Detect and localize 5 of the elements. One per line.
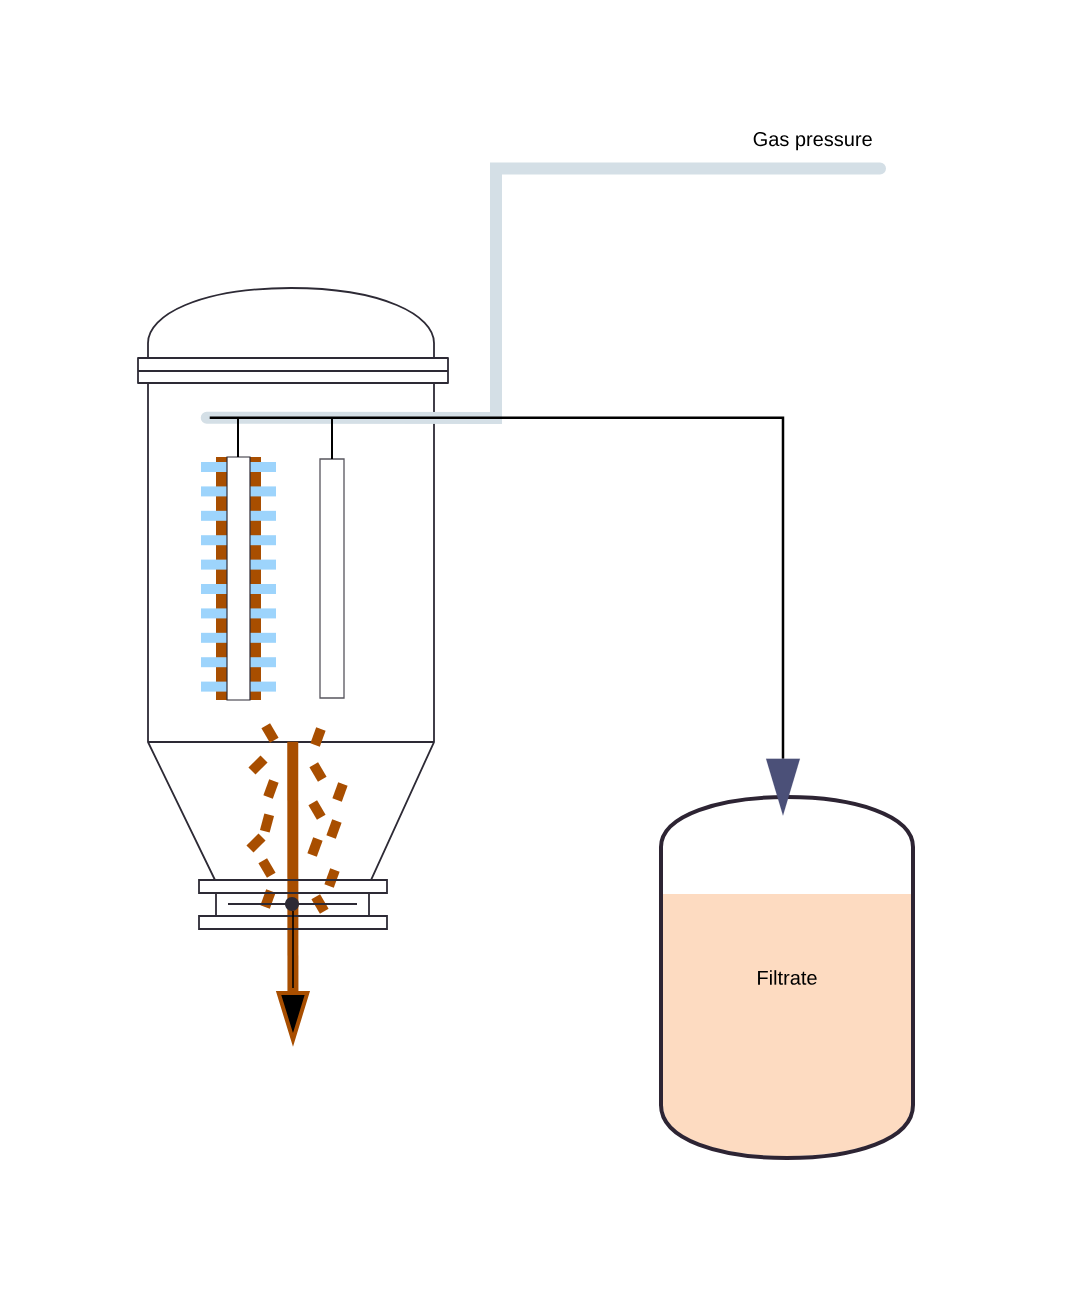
filtrate-line xyxy=(209,416,800,816)
pressure-vessel xyxy=(137,287,449,881)
storage-tank: Filtrate xyxy=(659,795,915,1160)
gas-pipe xyxy=(200,162,886,424)
pipe-label: Gas pressure xyxy=(753,132,872,151)
